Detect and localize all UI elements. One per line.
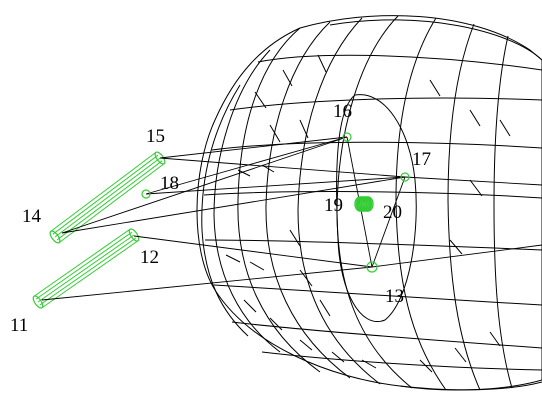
node-label-13: 13 bbox=[385, 286, 404, 307]
node-label-16: 16 bbox=[333, 101, 352, 122]
tie-line bbox=[371, 176, 406, 268]
ring-facet-edge bbox=[469, 109, 481, 127]
node-label-17: 17 bbox=[412, 149, 431, 170]
ring-facet-edge bbox=[289, 229, 301, 247]
ring-meridian bbox=[447, 23, 481, 391]
ring-rear-rim-lower bbox=[399, 381, 542, 391]
ring-facet-edge bbox=[317, 54, 327, 73]
ring-facet-edge bbox=[361, 359, 377, 369]
ring-meridian bbox=[297, 17, 381, 385]
node-label-20: 20 bbox=[383, 202, 402, 223]
tie-line bbox=[404, 176, 542, 186]
node-labels: 11 12 13 14 15 16 17 18 19 20 bbox=[10, 101, 431, 336]
tie-line bbox=[145, 136, 348, 195]
ring-meridian bbox=[213, 49, 281, 353]
tie-line bbox=[159, 157, 406, 178]
ring-meridian bbox=[265, 21, 351, 379]
node-label-11: 11 bbox=[10, 315, 28, 336]
node-13 bbox=[366, 261, 378, 273]
ring-facet-edge bbox=[299, 119, 309, 139]
tie-line bbox=[133, 235, 373, 268]
ring-outer-silhouette bbox=[196, 15, 542, 391]
tie-line bbox=[61, 176, 406, 234]
tie-line bbox=[61, 136, 348, 234]
ring-rear-rim bbox=[329, 19, 542, 61]
ring-facet-edge bbox=[282, 69, 293, 87]
ring-facet-edge bbox=[249, 261, 265, 271]
node-label-12: 12 bbox=[140, 247, 159, 268]
ring-facet-edge bbox=[489, 331, 501, 347]
ring-meridian bbox=[201, 84, 249, 337]
ring-facet-edge bbox=[319, 299, 331, 317]
ring-wireframe bbox=[196, 15, 542, 391]
member-14-15 bbox=[49, 151, 166, 244]
ring-facet-edge bbox=[243, 299, 257, 313]
node-label-18: 18 bbox=[160, 173, 179, 194]
node-17 bbox=[400, 172, 410, 182]
ring-parallel bbox=[261, 351, 542, 371]
ring-facet-edge bbox=[331, 351, 345, 363]
ring-facet-edge bbox=[225, 254, 241, 263]
tie-line bbox=[159, 136, 348, 159]
node-markers bbox=[141, 132, 410, 273]
ring-meridian bbox=[237, 27, 321, 373]
ring-parallel bbox=[211, 141, 542, 151]
node-label-14: 14 bbox=[22, 206, 42, 227]
ring-facet-edge bbox=[237, 169, 251, 177]
ring-facet-edge bbox=[449, 239, 463, 255]
ring-meridian bbox=[395, 17, 447, 391]
ring-meridian bbox=[336, 15, 413, 389]
green-members bbox=[32, 151, 166, 309]
tie-line bbox=[371, 244, 542, 268]
ring-parallel bbox=[213, 284, 542, 306]
ring-facet-edge bbox=[429, 79, 441, 97]
tie-lines bbox=[41, 136, 542, 301]
member-11-12 bbox=[32, 228, 140, 309]
ring-facet-edge bbox=[269, 317, 283, 331]
ring-facet-edge bbox=[419, 359, 433, 373]
tie-line bbox=[145, 176, 406, 195]
ring-facet-edge bbox=[299, 269, 313, 287]
ring-facet-edge bbox=[299, 339, 313, 351]
ring-facet-edge bbox=[454, 347, 467, 363]
ring-facet-edge bbox=[469, 179, 483, 197]
ring-parallel bbox=[231, 321, 542, 349]
ring-parallel bbox=[257, 54, 542, 71]
ring-meridian bbox=[493, 35, 513, 389]
tie-line bbox=[41, 266, 373, 301]
ring-facet-edge bbox=[499, 119, 511, 137]
node-16 bbox=[342, 132, 352, 142]
ring-parallel bbox=[229, 97, 542, 111]
ring-parallel bbox=[204, 239, 542, 251]
node-18 bbox=[141, 189, 151, 199]
ring-facet-edge bbox=[254, 91, 267, 109]
node-label-15: 15 bbox=[146, 126, 165, 147]
node-19-20-cluster bbox=[354, 196, 374, 212]
node-label-19: 19 bbox=[324, 195, 343, 216]
ring-facet-edge bbox=[269, 124, 281, 143]
ring-inner-hole bbox=[336, 94, 417, 322]
ring-parallel bbox=[203, 191, 542, 199]
